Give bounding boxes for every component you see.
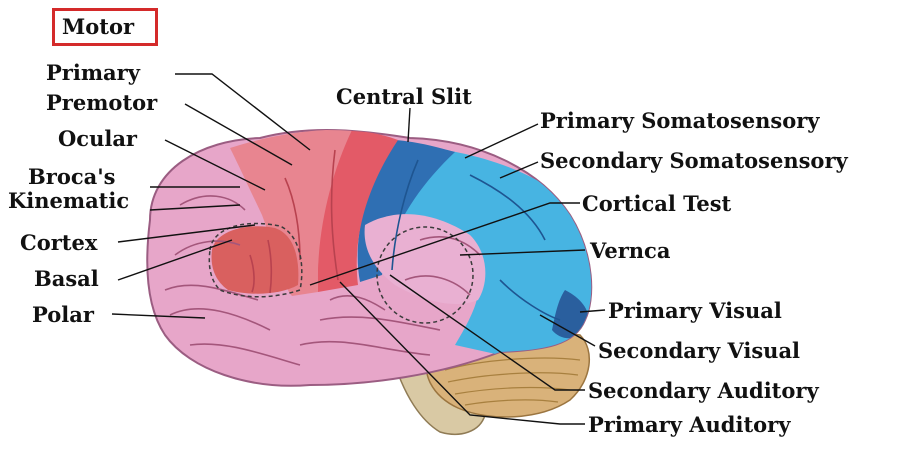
label-basal: Basal xyxy=(34,268,99,289)
label-primary-somatosensory: Primary Somatosensory xyxy=(540,110,820,131)
label-primary-visual: Primary Visual xyxy=(608,300,782,321)
label-ocular: Ocular xyxy=(58,128,137,149)
label-cortical-test: Cortical Test xyxy=(582,193,731,214)
label-vernca: Vernca xyxy=(590,240,670,261)
leader-central-slit xyxy=(408,108,410,142)
motor-title: Motor xyxy=(62,16,134,37)
label-secondary-visual: Secondary Visual xyxy=(598,340,800,361)
label-brocas: Broca's xyxy=(28,166,115,187)
label-secondary-auditory: Secondary Auditory xyxy=(588,380,819,401)
label-central-slit: Central Slit xyxy=(336,86,472,107)
label-primary: Primary xyxy=(46,62,140,83)
leader-primary-somatosensory xyxy=(465,124,538,158)
label-cortex: Cortex xyxy=(20,232,97,253)
label-premotor: Premotor xyxy=(46,92,157,113)
label-kinematic: Kinematic xyxy=(8,190,129,211)
label-polar: Polar xyxy=(32,304,94,325)
broca-region xyxy=(212,226,299,293)
label-primary-auditory: Primary Auditory xyxy=(588,414,790,435)
label-secondary-somatosensory: Secondary Somatosensory xyxy=(540,150,848,171)
